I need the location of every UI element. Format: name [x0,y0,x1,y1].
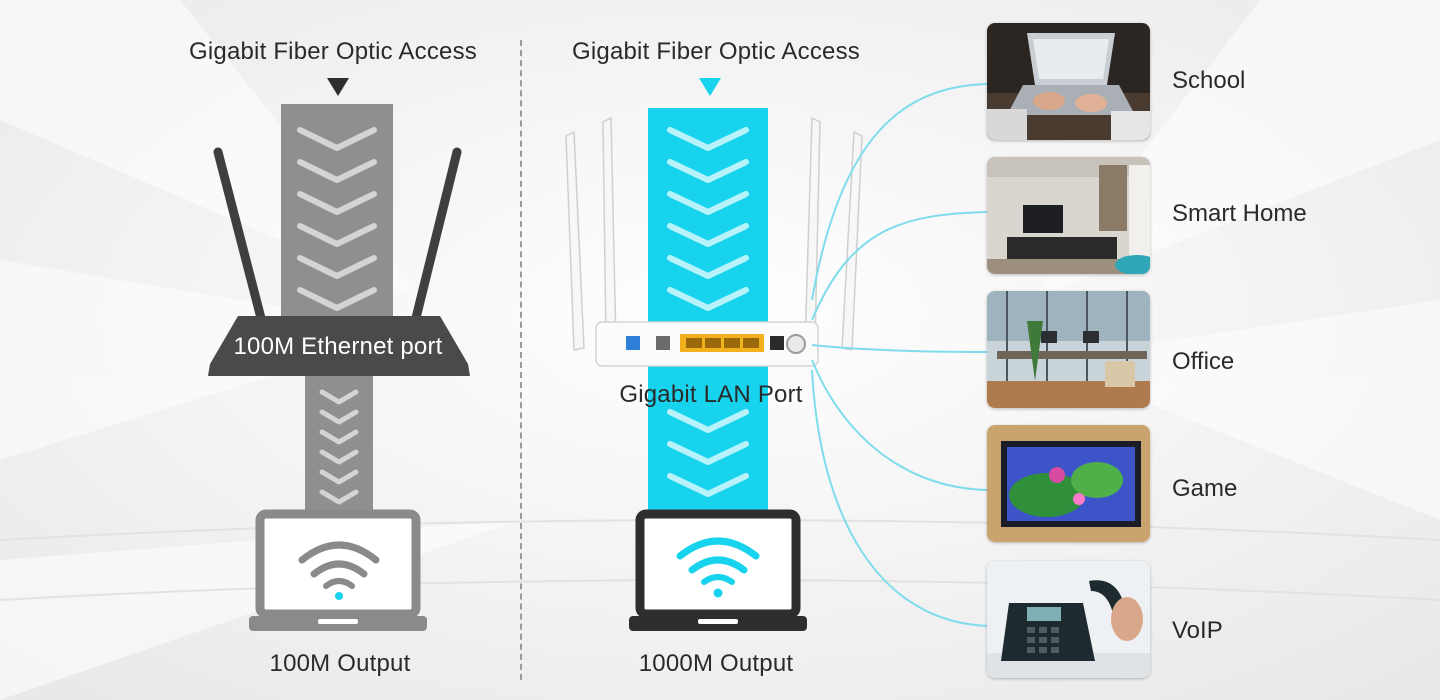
application-label-game: Game [1172,475,1238,502]
application-label-office: Office [1172,348,1235,375]
left-chevrons-upper [297,127,377,311]
left-wifi-icon [298,541,380,600]
right-router-body [595,321,819,367]
left-output-label: 100M Output [269,650,411,677]
left-port-label: 100M Ethernet port [233,333,443,360]
right-access-arrow-icon [699,78,721,96]
left-router-body [208,316,470,376]
application-label-school: School [1172,67,1246,94]
school-photo [987,23,1150,140]
right-wifi-icon [676,537,760,598]
smart-home-photo [987,157,1150,274]
left-antenna-2 [410,147,462,327]
left-chevrons-lower [319,389,359,505]
left-laptop-icon [249,509,427,631]
right-chevrons [667,127,749,497]
application-label-smart-home: Smart Home [1172,200,1307,227]
game-photo [987,425,1150,542]
panel-divider [520,40,522,680]
right-access-title: Gigabit Fiber Optic Access [572,38,860,65]
left-signal-band-upper [281,104,393,334]
office-photo [987,291,1150,408]
left-antenna-1 [213,147,267,327]
left-access-title: Gigabit Fiber Optic Access [189,38,477,65]
left-access-arrow-icon [327,78,349,96]
right-laptop-icon [629,509,807,631]
voip-photo [987,561,1150,678]
right-router-antennas [565,116,863,351]
right-port-label: Gigabit LAN Port [619,381,803,408]
connector-lines [811,83,989,627]
application-label-voip: VoIP [1172,617,1223,644]
right-output-label: 1000M Output [638,650,794,677]
